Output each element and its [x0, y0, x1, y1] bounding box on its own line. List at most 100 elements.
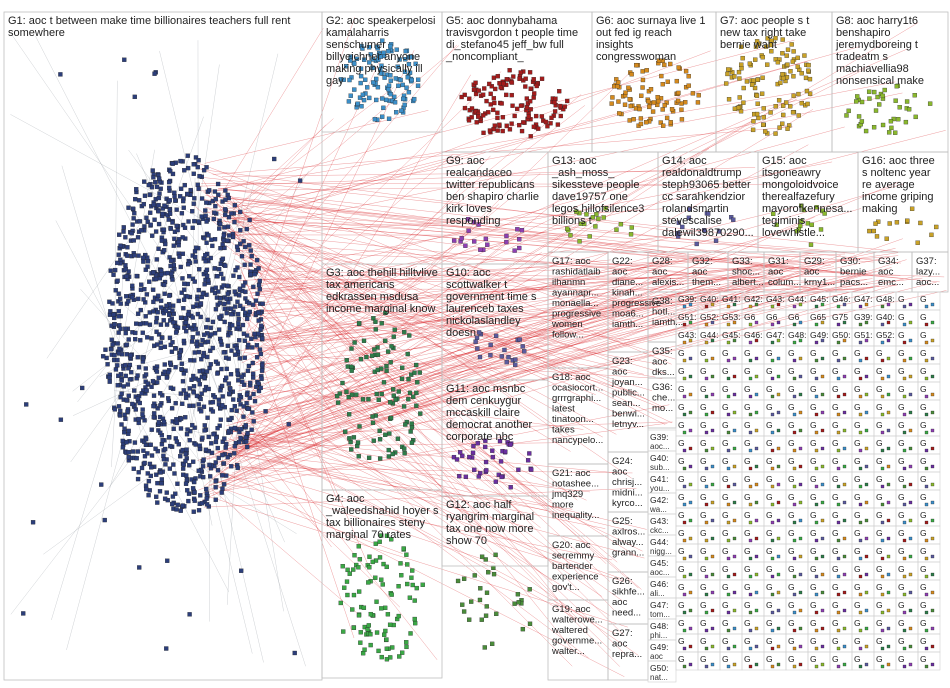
node-g2 — [394, 110, 399, 115]
node-g1 — [209, 237, 214, 242]
node-g1 — [133, 336, 138, 342]
node-g1 — [215, 181, 221, 187]
small-group-label: G — [744, 456, 751, 466]
small-group-label: G50: — [650, 663, 668, 673]
group-label-g4: _waleedshahid hoyer s — [325, 505, 439, 517]
node-small-group — [924, 376, 929, 381]
node-small-group — [776, 590, 781, 595]
node-g1 — [250, 360, 255, 366]
edge-cross — [259, 261, 802, 320]
node-g7 — [785, 47, 791, 52]
small-group-label: G — [722, 420, 729, 430]
node-small-group — [710, 554, 715, 559]
node-g6 — [659, 73, 664, 79]
node-small-group — [858, 592, 863, 597]
node-g3 — [370, 414, 375, 419]
node-small-group — [688, 662, 693, 667]
edge-cross — [256, 300, 620, 667]
small-group-label: G — [810, 402, 817, 412]
node-g5 — [518, 103, 524, 108]
node-g1 — [244, 392, 250, 397]
edge-cross — [218, 209, 904, 279]
small-group-label: G — [788, 348, 795, 358]
node-g1 — [208, 362, 213, 367]
node-g3 — [360, 397, 366, 402]
node-small-group — [748, 538, 753, 543]
group-label-g31: colum... — [768, 277, 801, 288]
edge-cross — [245, 154, 453, 335]
node-g5 — [488, 102, 493, 107]
group-label-g32: aoc — [692, 267, 708, 278]
node-g4 — [340, 564, 345, 569]
node-g1 — [166, 179, 172, 185]
node-g1 — [238, 228, 243, 233]
node-small-group — [776, 410, 781, 415]
node-g4 — [407, 595, 413, 600]
node-g10 — [499, 354, 504, 359]
edge-cross — [243, 352, 663, 379]
node-g7 — [791, 49, 796, 54]
small-group-label: G — [678, 402, 685, 412]
node-small-group — [864, 356, 869, 361]
node-small-group — [820, 644, 825, 649]
node-g1 — [229, 323, 235, 328]
node-g12 — [494, 611, 499, 617]
node-g1 — [192, 323, 197, 328]
node-g1 — [259, 376, 264, 381]
node-small-group — [886, 338, 891, 343]
edge-cross — [229, 197, 846, 274]
edge-cross — [217, 187, 687, 255]
group-label-g6: out fed ig reach — [596, 27, 672, 39]
node-g8 — [880, 93, 885, 99]
small-group-label: G — [876, 528, 883, 538]
node-g7 — [723, 81, 729, 86]
node-small-group — [776, 338, 781, 343]
node-g7 — [785, 62, 790, 67]
small-group-label: G — [700, 474, 707, 484]
node-g6 — [631, 117, 636, 122]
edge-cross — [251, 48, 908, 336]
edge-cross — [231, 263, 825, 474]
edge-cross — [228, 211, 855, 254]
node-g1 — [196, 468, 201, 473]
node-small-group — [880, 574, 885, 579]
node-g1 — [176, 298, 181, 304]
edge-cross — [237, 208, 862, 392]
node-g1 — [144, 486, 149, 492]
node-g1 — [238, 303, 243, 309]
group-label-g3: G3: aoc thehill hilltvlive — [326, 267, 438, 279]
group-label-g10: nickolaslandley — [446, 315, 521, 327]
edge-cross — [238, 266, 652, 391]
node-g1 — [231, 273, 236, 278]
small-group-label: G6 — [744, 312, 756, 322]
node-g1 — [221, 350, 226, 355]
node-small-group — [814, 448, 819, 453]
small-group-label: G44: — [700, 330, 718, 340]
node-g5 — [480, 92, 486, 97]
node-g1 — [130, 283, 135, 289]
node-g1 — [204, 240, 209, 245]
small-group-label: G — [700, 600, 707, 610]
node-small-group — [792, 466, 797, 471]
small-group-label: G — [766, 528, 773, 538]
node-g1 — [146, 493, 151, 498]
node-g4 — [405, 581, 410, 587]
node-g8 — [893, 98, 898, 103]
node-g1 — [184, 432, 190, 437]
group-label-g17: progressive — [552, 309, 601, 320]
node-g1 — [249, 336, 254, 341]
node-g1 — [212, 394, 217, 400]
node-g2 — [403, 48, 408, 54]
node-g14 — [702, 228, 707, 233]
node-g1 — [145, 471, 150, 476]
node-g4 — [379, 654, 384, 660]
node-g16 — [918, 220, 923, 226]
node-small-group — [902, 304, 907, 309]
node-small-group — [798, 482, 803, 487]
node-g1 — [172, 236, 177, 241]
node-g1 — [191, 162, 196, 167]
node-g7 — [773, 104, 778, 109]
node-g1 — [221, 461, 227, 466]
node-g2 — [367, 60, 372, 65]
node-g1 — [123, 416, 128, 421]
